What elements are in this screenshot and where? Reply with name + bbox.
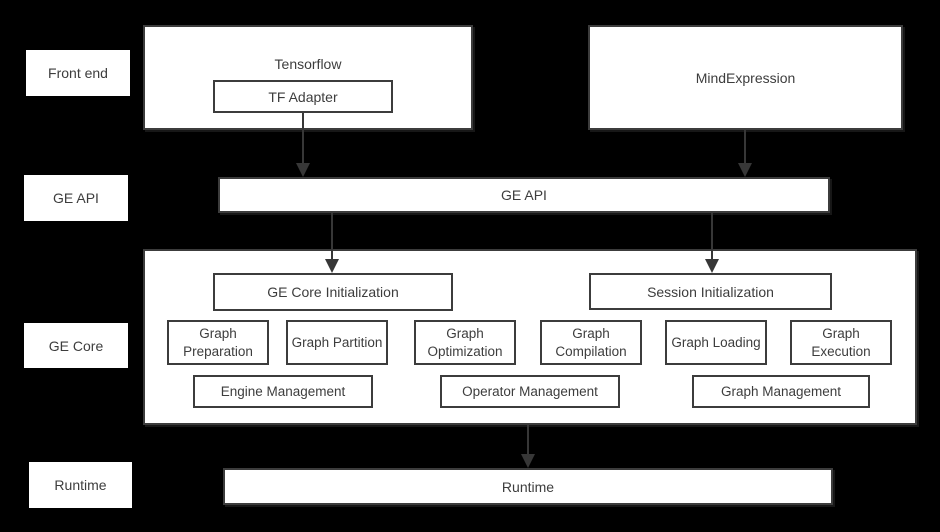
arrow-line — [711, 213, 713, 260]
mind-expression-box: MindExpression — [588, 25, 903, 130]
stage-graph-preparation-label: Graph Preparation — [183, 325, 253, 359]
tf-adapter-box: TF Adapter — [213, 80, 393, 113]
tensorflow-box: Tensorflow TF Adapter — [143, 25, 473, 130]
ge-core-initialization-box: GE Core Initialization — [213, 273, 453, 311]
arrow-mind-expression-to-ge-api — [738, 130, 752, 177]
arrow-line — [744, 130, 746, 164]
stage-graph-loading: Graph Loading — [665, 320, 767, 365]
arrow-line — [527, 425, 529, 455]
stage-graph-partition-label: Graph Partition — [291, 334, 383, 350]
arrow-ge-core-to-runtime — [521, 425, 535, 468]
arrow-tf-adapter-to-ge-api — [296, 113, 310, 177]
side-label-ge-core: GE Core — [24, 323, 128, 368]
tf-adapter-label: TF Adapter — [268, 88, 338, 105]
stage-graph-optimization-label: Graph Optimization — [427, 325, 503, 359]
side-label-ge-api-text: GE API — [53, 190, 99, 206]
side-label-runtime: Runtime — [29, 462, 132, 508]
stage-graph-compilation: Graph Compilation — [540, 320, 642, 365]
engine-management-box: Engine Management — [193, 375, 373, 408]
side-label-runtime-text: Runtime — [54, 477, 107, 493]
side-label-ge-core-text: GE Core — [48, 337, 104, 354]
ge-core-box: GE Core Initialization Session Initializ… — [143, 249, 917, 425]
arrow-head-icon — [705, 259, 719, 273]
arrow-line — [302, 113, 304, 164]
arrow-ge-api-to-session-initialization — [705, 213, 719, 273]
arrow-head-icon — [738, 163, 752, 177]
runtime-bar: Runtime — [223, 468, 833, 505]
side-label-front-end-text: Front end — [48, 65, 108, 81]
arrow-head-icon — [296, 163, 310, 177]
stage-graph-compilation-label: Graph Compilation — [555, 325, 627, 359]
ge-api-bar-label: GE API — [501, 187, 547, 203]
ge-api-bar: GE API — [218, 177, 830, 213]
ge-core-initialization-label: GE Core Initialization — [267, 284, 399, 300]
arrow-ge-api-to-ge-core-initialization — [325, 213, 339, 273]
graph-management-box: Graph Management — [692, 375, 870, 408]
stage-graph-preparation: Graph Preparation — [167, 320, 269, 365]
stage-graph-optimization: Graph Optimization — [414, 320, 516, 365]
mind-expression-label: MindExpression — [695, 69, 796, 86]
graph-management-label: Graph Management — [720, 384, 842, 399]
session-initialization-box: Session Initialization — [589, 273, 832, 310]
stage-graph-partition: Graph Partition — [286, 320, 388, 365]
operator-management-box: Operator Management — [440, 375, 620, 408]
stage-graph-execution-label: Graph Execution — [811, 325, 871, 359]
tensorflow-label: Tensorflow — [274, 56, 342, 72]
arrow-line — [331, 213, 333, 260]
side-label-front-end: Front end — [26, 50, 130, 96]
stage-graph-execution: Graph Execution — [790, 320, 892, 365]
runtime-bar-label: Runtime — [501, 478, 555, 495]
operator-management-label: Operator Management — [462, 384, 598, 399]
engine-management-label: Engine Management — [220, 384, 346, 399]
arrow-head-icon — [521, 454, 535, 468]
arrow-head-icon — [325, 259, 339, 273]
session-initialization-label: Session Initialization — [647, 283, 774, 300]
side-label-ge-api: GE API — [24, 175, 128, 221]
stage-graph-loading-label: Graph Loading — [671, 334, 761, 350]
